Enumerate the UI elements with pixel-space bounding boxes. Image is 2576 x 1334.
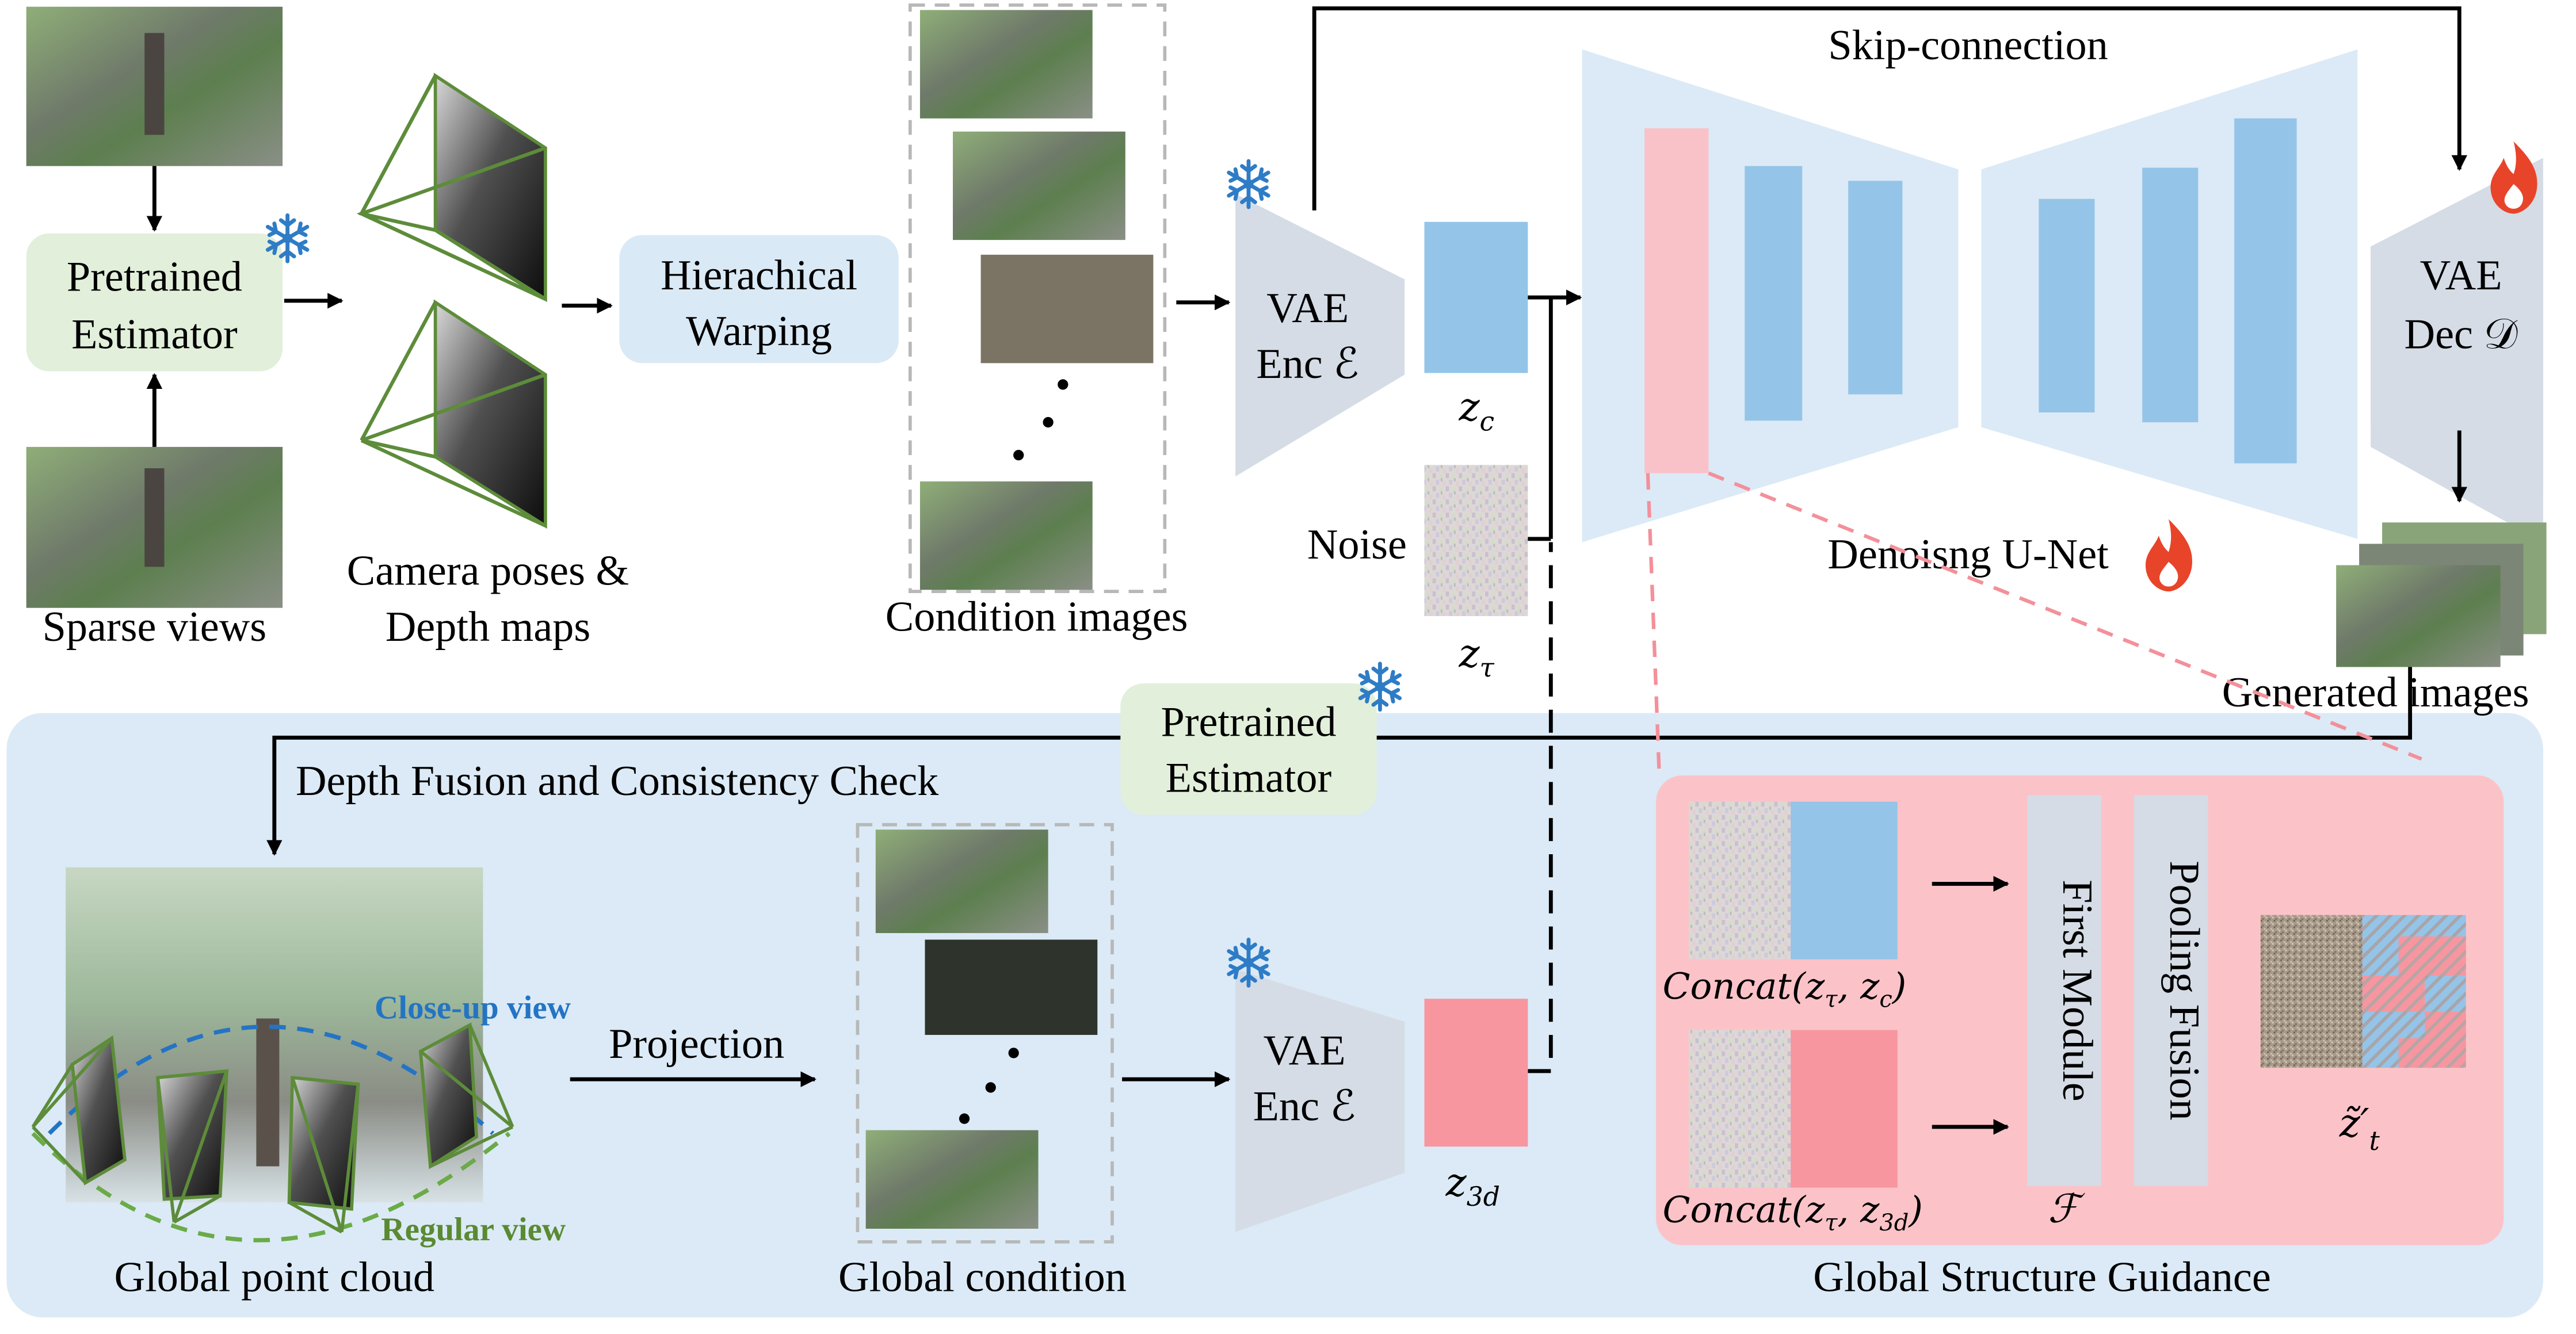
- unet-block: [1745, 166, 1803, 421]
- global-condition-group: [856, 823, 1114, 1244]
- skip-connection-arrow: [1312, 6, 2467, 211]
- concat-3d-noise: [1689, 1030, 1791, 1188]
- generated-images-label: Generated images: [2222, 669, 2529, 716]
- close-up-view-label: Close-up view: [375, 990, 571, 1026]
- vae-decoder-label: VAE: [2420, 252, 2502, 299]
- global-structure-guidance-title: Global Structure Guidance: [1813, 1253, 2271, 1301]
- hierarchical-warping-label: Hierachical: [661, 252, 857, 299]
- zt-hatch-pink: [2398, 936, 2466, 976]
- zt-hatch-pink: [2362, 976, 2425, 1012]
- zc-label: zc: [1458, 384, 1494, 437]
- concat-3d-latent: [1791, 1030, 1898, 1188]
- zoom-line-right: [1708, 471, 2422, 761]
- pooling-fusion-label: Pooling Fusion: [2161, 861, 2208, 1121]
- zt-hatch-pink: [2398, 1038, 2466, 1068]
- pretrained-estimator-box: [26, 233, 283, 372]
- condition-image-3: [980, 254, 1154, 364]
- camera-frustum-2: [360, 299, 547, 529]
- projection-label: Projection: [609, 1020, 784, 1068]
- pretrained-estimator-bottom-label: Estimator: [1166, 754, 1332, 801]
- condition-image-1: [919, 10, 1093, 119]
- first-module-label: First Module: [2054, 880, 2101, 1102]
- unet-block: [2234, 118, 2297, 464]
- pagoda-marker: [144, 33, 165, 135]
- depth-maps-label: Depth maps: [386, 603, 591, 651]
- condition-image-2: [953, 131, 1125, 240]
- zt-hatch-pink: [2425, 1012, 2466, 1038]
- concat-c-label: Concat(zτ, zc): [1662, 965, 1906, 1012]
- vae-encoder-bottom-label: Enc ℰ: [1253, 1083, 1356, 1130]
- pooling-fusion-box: [2134, 795, 2208, 1186]
- vae-encoder-label: VAE: [1266, 285, 1349, 332]
- latent-zc: [1424, 221, 1528, 373]
- unet-first-block: [1644, 128, 1709, 473]
- global-condition-image-4: [865, 1130, 1039, 1229]
- pretrained-estimator-label: Pretrained: [67, 254, 242, 301]
- regular-view-arc: [31, 1132, 511, 1243]
- ellipsis-dot: [1043, 416, 1054, 428]
- ellipsis-dot: [1058, 379, 1068, 390]
- vae-decoder-shape: [2371, 181, 2543, 493]
- vae-encoder-bottom-label: VAE: [1264, 1027, 1346, 1074]
- latent-noise: [1424, 465, 1528, 616]
- hierarchical-warping-label: Warping: [686, 308, 832, 355]
- latent-z3d: [1424, 999, 1528, 1147]
- pretrained-estimator-label: Estimator: [71, 311, 238, 358]
- fire-icon: [2490, 141, 2537, 214]
- first-module-box: [2027, 795, 2101, 1186]
- vae-encoder-label: Enc ℰ: [1256, 341, 1359, 388]
- concat-c-latent: [1791, 801, 1898, 960]
- unet-block: [1848, 181, 1903, 395]
- generated-image-1: [2336, 565, 2501, 667]
- condition-images-group: [908, 3, 1167, 594]
- camera-poses-label: Camera poses &: [347, 548, 629, 595]
- global-condition-image-2: [925, 939, 1098, 1035]
- snowflake-icon: [1360, 664, 1400, 710]
- unet-block: [2039, 198, 2095, 412]
- vae-encoder-bottom: [1235, 969, 1405, 1232]
- concat-3d-label: Concat(zτ, z3d): [1662, 1189, 1922, 1236]
- global-condition-label: Global condition: [838, 1253, 1127, 1301]
- concat-c-noise: [1689, 801, 1791, 960]
- vae-decoder-label: Dec 𝒟: [2405, 311, 2518, 358]
- ellipsis-dot: [985, 1082, 996, 1093]
- zoom-line-left: [1646, 473, 1661, 776]
- unet-block: [2142, 167, 2199, 423]
- pagoda-marker: [144, 468, 165, 567]
- snowflake-icon: [1229, 161, 1269, 207]
- vae-encoder-top: [1235, 194, 1405, 477]
- camera-frustum-1: [356, 72, 547, 303]
- global-point-cloud-label: Global point cloud: [115, 1253, 435, 1301]
- z3d-label: z3d: [1445, 1160, 1500, 1212]
- zt-noise: [2260, 915, 2363, 1068]
- fire-icon: [2145, 519, 2192, 592]
- zt-label: z̃′t: [2339, 1100, 2380, 1156]
- condition-images-label: Condition images: [886, 594, 1188, 641]
- regular-view-label: Regular view: [381, 1211, 566, 1248]
- ztau-label: zτ: [1458, 631, 1494, 683]
- pretrained-estimator-bottom-box: [1120, 683, 1377, 815]
- sparse-views-label: Sparse views: [43, 603, 267, 651]
- ellipsis-dot: [1013, 450, 1024, 461]
- hierarchical-warping-box: [619, 235, 899, 364]
- pretrained-estimator-bottom-label: Pretrained: [1161, 698, 1336, 746]
- ellipsis-dot: [959, 1113, 970, 1124]
- condition-image-4: [919, 481, 1093, 590]
- depth-fusion-label: Depth Fusion and Consistency Check: [296, 758, 939, 805]
- pagoda-marker: [256, 1018, 280, 1167]
- noise-label: Noise: [1307, 521, 1407, 568]
- z3d-dashed-connector: [1528, 542, 1553, 1073]
- global-condition-image-1: [875, 830, 1048, 934]
- ellipsis-dot: [1008, 1048, 1019, 1058]
- point-cloud-frustum: [31, 1022, 514, 1234]
- skip-connection-label: Skip-connection: [1828, 22, 2108, 69]
